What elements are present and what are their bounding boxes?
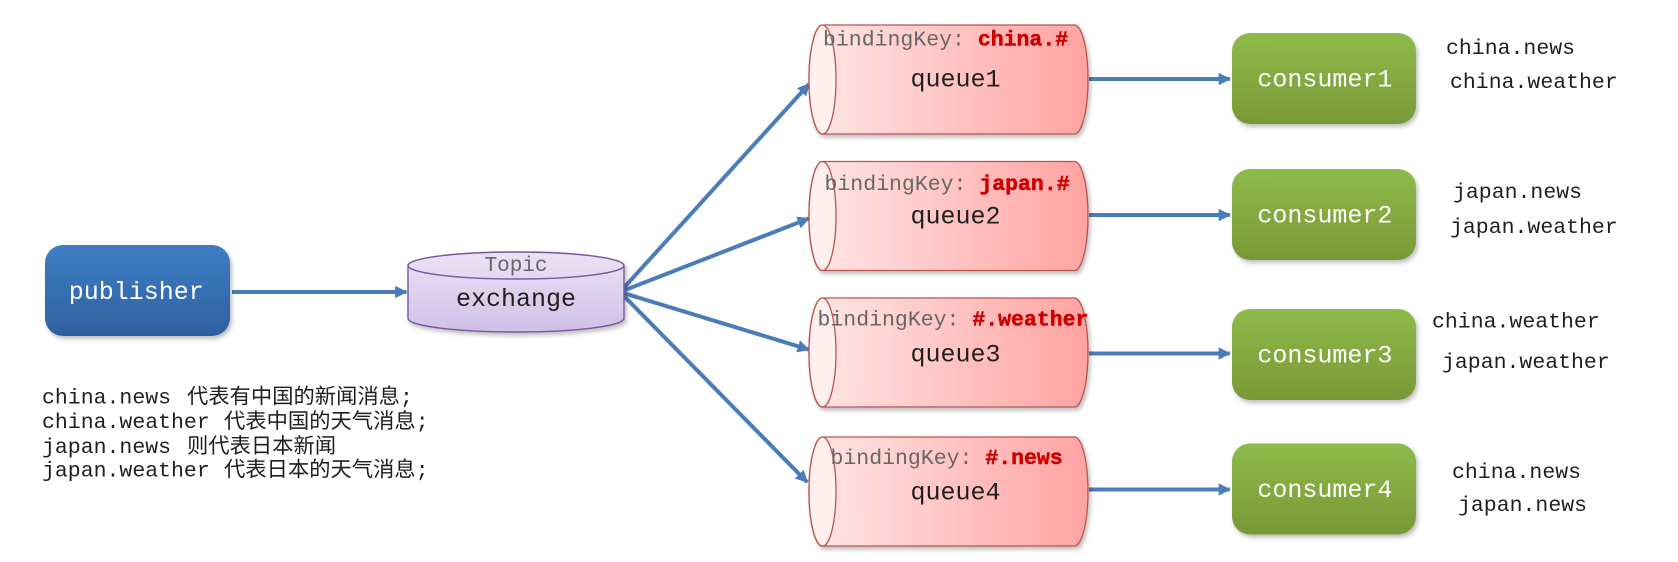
svg-text:japan.news: japan.news	[42, 436, 171, 460]
svg-text:bindingKey: #.news: bindingKey: #.news	[831, 447, 1063, 471]
svg-text:china.weather: china.weather	[42, 411, 210, 435]
svg-text:Topic: Topic	[484, 255, 547, 278]
svg-text:;: ;	[400, 387, 413, 411]
svg-text:japan.weather: japan.weather	[1442, 351, 1610, 375]
svg-text:bindingKey: china.#: bindingKey: china.#	[823, 28, 1068, 52]
svg-text:china.news: china.news	[1446, 37, 1575, 61]
svg-text:china.news: china.news	[1452, 461, 1581, 485]
svg-text:japan.news: japan.news	[1458, 494, 1587, 518]
svg-text:queue2: queue2	[910, 203, 1000, 232]
svg-text:consumer3: consumer3	[1257, 342, 1392, 371]
svg-text:consumer1: consumer1	[1257, 66, 1392, 95]
svg-text:china.news: china.news	[42, 387, 171, 411]
svg-text:queue3: queue3	[910, 341, 1000, 370]
svg-text:bindingKey: japan.#: bindingKey: japan.#	[825, 173, 1070, 197]
svg-text:queue1: queue1	[910, 66, 1000, 95]
svg-text:japan.weather: japan.weather	[42, 460, 210, 484]
svg-text:queue4: queue4	[910, 479, 1000, 508]
svg-text:japan.weather: japan.weather	[1450, 216, 1618, 240]
svg-text:;: ;	[416, 411, 429, 435]
svg-text:bindingKey: #.weather: bindingKey: #.weather	[818, 309, 1089, 333]
svg-text:publisher: publisher	[69, 278, 204, 307]
svg-text:exchange: exchange	[456, 285, 576, 314]
svg-text:china.weather: china.weather	[1450, 71, 1618, 95]
svg-text:;: ;	[416, 460, 429, 484]
svg-text:china.weather: china.weather	[1432, 310, 1600, 334]
svg-text:japan.news: japan.news	[1453, 181, 1582, 205]
svg-text:consumer2: consumer2	[1257, 202, 1392, 231]
svg-text:consumer4: consumer4	[1257, 476, 1392, 505]
